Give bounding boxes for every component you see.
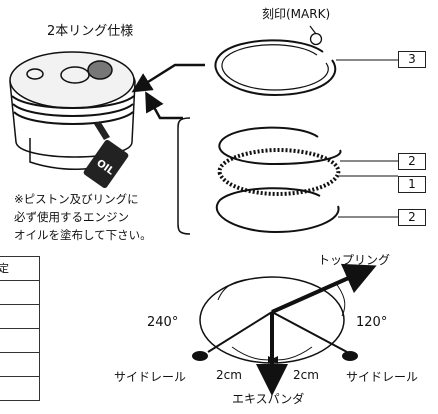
gap-right-label: 2cm: [293, 368, 319, 382]
top-ring: [214, 25, 398, 97]
mark-label: 刻印(MARK): [262, 7, 331, 21]
angle-120-label: 120°: [356, 315, 388, 330]
oil-note-line-3: オイルを塗布して下さい。: [14, 228, 152, 242]
expander-label: エキスパンダ: [232, 392, 305, 406]
table-row: [0, 281, 40, 305]
table-row: [0, 377, 40, 401]
gap-left-label: 2cm: [216, 368, 242, 382]
lower-side-rail: [215, 187, 398, 234]
side-rail-right-label: サイドレール: [346, 370, 419, 384]
piston-illustration: [9, 51, 136, 170]
oil-note-line-1: ※ピストン及びリングに: [14, 192, 139, 206]
table-row: [0, 353, 40, 377]
side-rail-right-gap-dot: [342, 351, 358, 361]
table-header: 定: [0, 256, 40, 281]
expander-ring: [217, 147, 398, 197]
side-rail-left-label: サイドレール: [114, 370, 187, 384]
side-rail-left-gap-dot: [192, 351, 208, 361]
spec-table-fragment: 定: [0, 256, 40, 402]
oil-can-icon: [83, 121, 129, 189]
ring-number-expander: 1: [398, 176, 426, 193]
upper-side-rail: [218, 126, 398, 166]
table-row: [0, 329, 40, 353]
angle-240-label: 240°: [147, 315, 179, 330]
ring-number-upper-rail: 2: [398, 153, 426, 170]
oil-note-line-2: 必ず使用するエンジン: [14, 210, 129, 224]
top-ring-arrow: [271, 263, 377, 314]
table-row: [0, 305, 40, 329]
ring-number-lower-rail: 2: [398, 209, 426, 226]
ring-bracket: [177, 117, 191, 235]
assembly-arrows: [131, 63, 205, 120]
top-ring-label: トップリング: [318, 253, 391, 267]
ring-number-top: 3: [398, 51, 426, 68]
two-ring-spec-title: 2本リング仕様: [47, 24, 134, 39]
